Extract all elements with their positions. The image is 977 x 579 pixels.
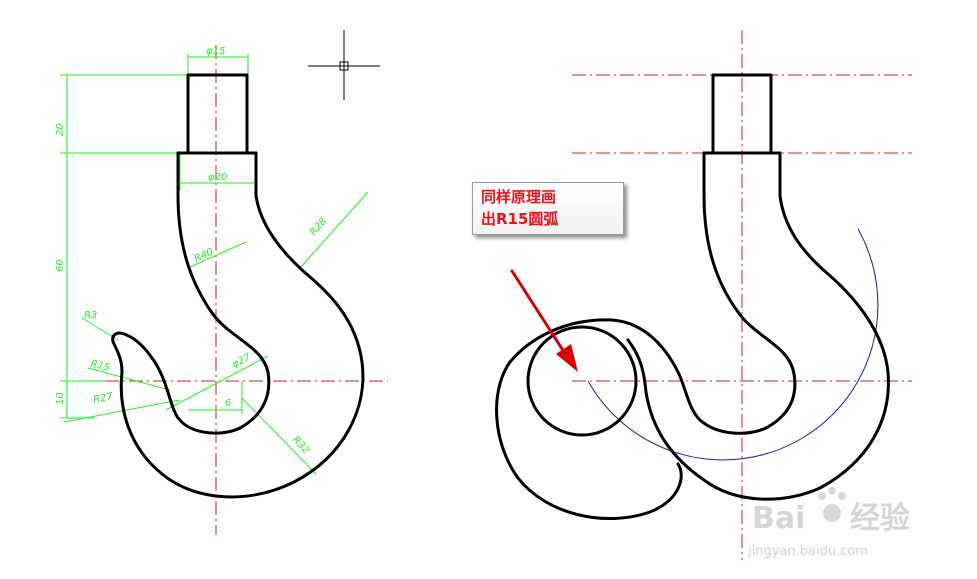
baidu-watermark: Bai 经验 jingyan.baidu.com: [747, 487, 910, 559]
right-centerlines: [572, 30, 912, 560]
left-centerlines: [105, 45, 388, 535]
watermark-url: jingyan.baidu.com: [747, 544, 868, 559]
right-hook-drawing: Bai 经验 jingyan.baidu.com: [495, 30, 912, 560]
left-dim-texts: φ15 φ20 20 60 10 R28 R40 R3 R15 R27 φ27 …: [55, 46, 329, 456]
watermark-logo-tail: 经验: [850, 501, 910, 536]
callout-line-1: 同样原理画: [481, 188, 557, 206]
dim-r3-text: R3: [84, 310, 97, 321]
dim-20-text: 20: [55, 123, 66, 136]
dim-r27-text: R27: [92, 391, 114, 406]
watermark-logo: Bai: [752, 501, 805, 536]
dim-phi27-text: φ27: [230, 352, 253, 371]
dim-10-text: 10: [55, 392, 66, 405]
pointer-arrow: [510, 269, 578, 372]
dim-r28-text: R28: [308, 216, 329, 238]
dim-r15-text: R15: [89, 358, 111, 374]
dim-phi15-text: φ15: [206, 46, 225, 57]
left-hook-drawing: φ15 φ20 20 60 10 R28 R40 R3 R15 R27 φ27 …: [55, 30, 388, 535]
dim-r32-text: R32: [290, 434, 312, 456]
dim-r40-text: R40: [193, 247, 215, 265]
dim-6-text: 6: [225, 398, 231, 409]
callout-box: 同样原理画 出R15圆弧: [472, 182, 624, 235]
dim-60-text: 60: [55, 259, 66, 272]
crosshair-cursor-icon: [308, 30, 380, 100]
right-hook-outline: [495, 73, 890, 520]
callout-line-2: 出R15圆弧: [481, 210, 559, 228]
left-dimensions: [60, 54, 369, 475]
dim-phi20-text: φ20: [208, 172, 227, 183]
left-hook-outline: [111, 73, 365, 499]
paw-icon: [818, 487, 846, 522]
construction-arc: [587, 228, 879, 461]
